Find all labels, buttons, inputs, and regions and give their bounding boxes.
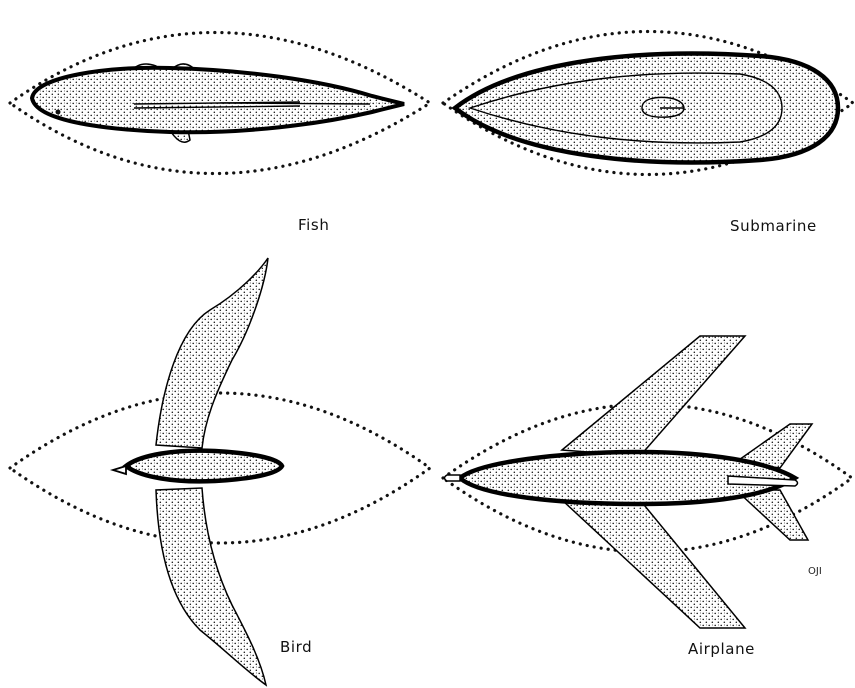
bird-panel: Bird xyxy=(10,258,430,685)
fish-body xyxy=(32,68,404,133)
submarine-hull xyxy=(455,54,838,163)
fish-eye xyxy=(56,110,61,115)
airplane-nose-probe xyxy=(445,475,461,481)
airplane-panel: Airplane OJI xyxy=(443,336,852,658)
fish-panel: Fish xyxy=(10,33,430,235)
airplane-right-wing xyxy=(562,500,745,628)
bird-upper-wing xyxy=(156,258,268,448)
submarine-label: Submarine xyxy=(730,217,817,235)
submarine-panel: Submarine xyxy=(443,32,853,236)
bird-beak xyxy=(113,466,126,474)
fish-label: Fish xyxy=(298,216,329,234)
airplane-left-wing xyxy=(562,336,745,456)
bird-label: Bird xyxy=(280,638,312,656)
bird-body xyxy=(126,451,282,482)
bird-lower-wing xyxy=(156,488,266,685)
artist-mark: OJI xyxy=(808,566,822,577)
airplane-label: Airplane xyxy=(688,640,755,658)
